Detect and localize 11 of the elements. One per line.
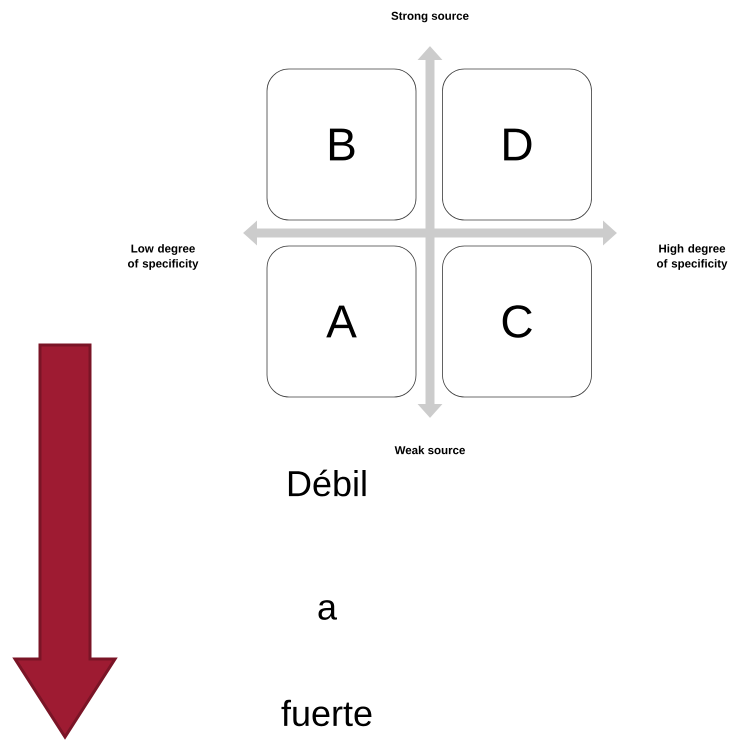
axis-label: High degree of specificity [656, 244, 728, 270]
scale-label: Débil [288, 470, 366, 496]
scale-label: fuerte [281, 700, 372, 726]
scale-label: a [318, 600, 337, 620]
quadrant-box: B [266, 68, 416, 220]
quadrant-box: A [266, 246, 416, 398]
quadrant-box: C [442, 246, 592, 398]
axis-label: Weak source [394, 446, 465, 454]
quadrant-box: D [442, 68, 592, 220]
axis-label: Strong source [391, 12, 469, 22]
axis-label: Low degree of specificity [128, 244, 198, 270]
